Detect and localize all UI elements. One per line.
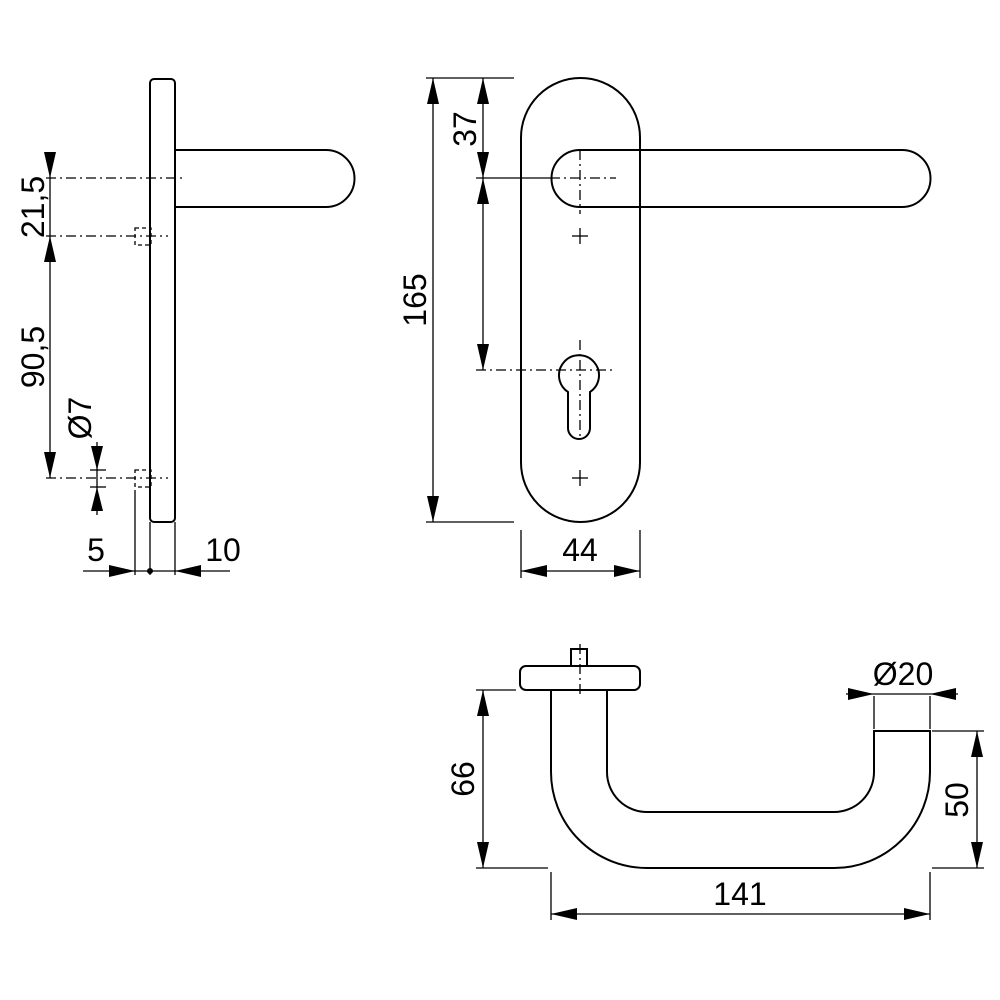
top-view: Ø20 66 50 141 — [445, 644, 984, 920]
top-u-lever — [550, 690, 931, 869]
label-side-hole-diameter: Ø7 — [62, 397, 98, 440]
side-view: 21,5 90,5 Ø7 5 10 — [15, 78, 356, 577]
label-bottom-lever-diameter: Ø20 — [873, 656, 933, 692]
label-side-plate-thickness: 10 — [205, 532, 241, 568]
top-spindle-pin — [570, 648, 588, 667]
label-bottom-length: 141 — [713, 876, 766, 912]
label-front-total-height: 165 — [397, 273, 433, 326]
label-bottom-height-left: 66 — [445, 761, 481, 797]
front-plate — [520, 77, 641, 523]
side-lever-arm — [176, 149, 356, 208]
label-side-offset-left: 5 — [87, 532, 105, 568]
front-view: 37 165 44 — [397, 77, 932, 578]
front-cylinder-keyhole — [558, 354, 600, 440]
label-front-width: 44 — [562, 532, 598, 568]
front-lever — [550, 149, 932, 208]
cross-mark-icon — [572, 470, 588, 486]
label-side-top-spacing: 21,5 — [15, 176, 51, 238]
label-front-top-to-spindle: 37 — [447, 111, 483, 147]
label-bottom-height-right: 50 — [939, 782, 975, 818]
label-side-spindle-to-lower: 90,5 — [15, 326, 51, 388]
cross-mark-icon — [572, 228, 588, 244]
side-backplate — [149, 78, 176, 523]
